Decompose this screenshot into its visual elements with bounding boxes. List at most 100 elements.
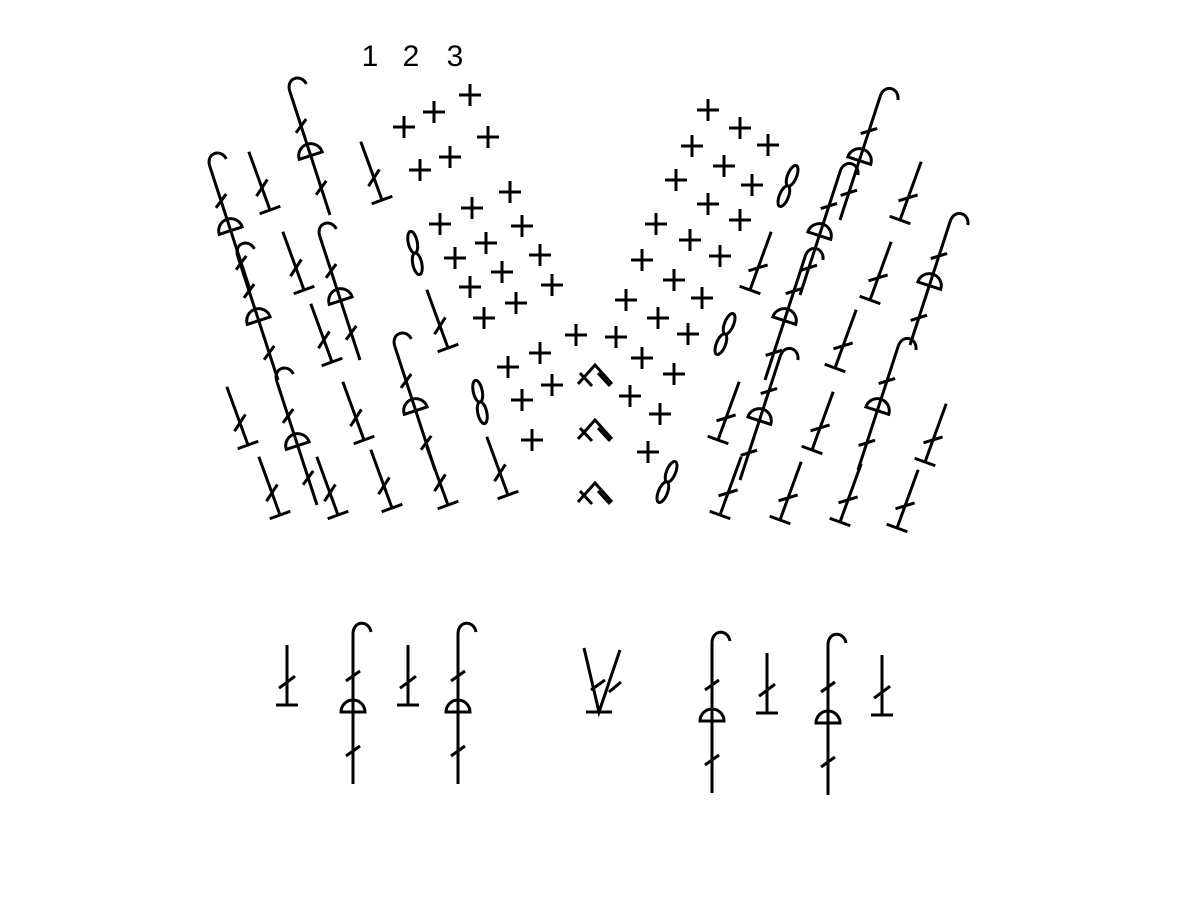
decrease-symbol bbox=[576, 417, 614, 443]
front-post-symbol bbox=[738, 347, 800, 481]
single-crochet-symbol bbox=[605, 326, 627, 348]
single-crochet-symbol bbox=[709, 245, 731, 267]
single-crochet-symbol bbox=[697, 99, 719, 121]
single-crochet-symbol bbox=[511, 215, 533, 237]
single-crochet-symbol bbox=[565, 324, 587, 346]
chain-stitch-symbol bbox=[406, 229, 424, 277]
single-crochet-symbol bbox=[393, 116, 415, 138]
double-crochet-symbol bbox=[276, 645, 298, 707]
single-crochet-symbol bbox=[713, 155, 735, 177]
front-post-symbol bbox=[444, 621, 478, 784]
decrease-symbol bbox=[576, 362, 614, 388]
row-numbers: 1 2 3 bbox=[362, 40, 464, 73]
front-post-symbol bbox=[235, 241, 280, 381]
single-crochet-symbol bbox=[615, 289, 637, 311]
chain-stitch-symbol bbox=[655, 459, 679, 505]
single-crochet-symbol bbox=[444, 247, 466, 269]
front-post-symbol bbox=[207, 151, 252, 291]
decrease-symbol bbox=[576, 480, 614, 506]
single-crochet-symbol bbox=[505, 292, 527, 314]
double-crochet-symbol bbox=[359, 141, 393, 206]
single-crochet-symbol bbox=[697, 193, 719, 215]
front-post-symbol bbox=[698, 630, 732, 793]
double-crochet-symbol bbox=[914, 403, 948, 468]
single-crochet-symbol bbox=[521, 429, 543, 451]
double-crochet-symbol bbox=[859, 241, 893, 306]
single-crochet-symbol bbox=[681, 135, 703, 157]
single-crochet-symbol bbox=[619, 385, 641, 407]
single-crochet-symbol bbox=[631, 249, 653, 271]
single-crochet-symbol bbox=[729, 117, 751, 139]
single-crochet-symbol bbox=[423, 101, 445, 123]
front-post-symbol bbox=[838, 87, 900, 221]
double-crochet-symbol bbox=[309, 303, 343, 368]
front-post-symbol bbox=[798, 162, 860, 296]
single-crochet-symbol bbox=[475, 232, 497, 254]
single-crochet-symbol bbox=[677, 323, 699, 345]
double-crochet-symbol bbox=[709, 456, 743, 521]
single-crochet-symbol bbox=[491, 261, 513, 283]
single-crochet-symbol bbox=[459, 276, 481, 298]
front-post-symbol bbox=[908, 212, 970, 346]
single-crochet-symbol bbox=[649, 403, 671, 425]
double-crochet-symbol bbox=[886, 469, 920, 534]
single-crochet-symbol bbox=[473, 307, 495, 329]
single-crochet-symbol bbox=[541, 374, 563, 396]
double-crochet-symbol bbox=[397, 645, 419, 707]
front-post-symbol bbox=[814, 632, 848, 795]
double-crochet-symbol bbox=[341, 381, 375, 446]
single-crochet-symbol bbox=[631, 347, 653, 369]
double-crochet-symbol bbox=[707, 381, 741, 446]
single-crochet-symbol bbox=[665, 169, 687, 191]
single-crochet-symbol bbox=[529, 342, 551, 364]
single-crochet-symbol bbox=[691, 287, 713, 309]
single-crochet-symbol bbox=[647, 307, 669, 329]
single-crochet-symbol bbox=[409, 159, 431, 181]
row-number-1: 1 bbox=[362, 40, 379, 73]
single-crochet-symbol bbox=[459, 84, 481, 106]
row-number-3: 3 bbox=[447, 40, 464, 73]
single-crochet-symbol bbox=[511, 389, 533, 411]
double-crochet-symbol bbox=[485, 436, 519, 501]
stitch-symbols bbox=[207, 76, 970, 795]
single-crochet-symbol bbox=[645, 213, 667, 235]
single-crochet-symbol bbox=[461, 197, 483, 219]
single-crochet-symbol bbox=[541, 274, 563, 296]
double-crochet-symbol bbox=[369, 449, 403, 514]
front-post-symbol bbox=[856, 337, 918, 471]
double-crochet-symbol bbox=[824, 309, 858, 374]
single-crochet-symbol bbox=[679, 229, 701, 251]
chain-stitch-symbol bbox=[713, 311, 737, 357]
single-crochet-symbol bbox=[529, 244, 551, 266]
single-crochet-symbol bbox=[439, 146, 461, 168]
single-crochet-symbol bbox=[741, 174, 763, 196]
double-crochet-symbol bbox=[315, 456, 349, 521]
double-crochet-symbol bbox=[801, 391, 835, 456]
single-crochet-symbol bbox=[663, 269, 685, 291]
double-crochet-symbol bbox=[769, 461, 803, 526]
chain-stitch-symbol bbox=[471, 378, 489, 426]
single-crochet-symbol bbox=[663, 363, 685, 385]
single-crochet-symbol bbox=[429, 213, 451, 235]
double-crochet-symbol bbox=[247, 151, 281, 216]
double-crochet-symbol bbox=[225, 386, 259, 451]
double-crochet-symbol bbox=[756, 653, 778, 715]
single-crochet-symbol bbox=[757, 134, 779, 156]
single-crochet-symbol bbox=[729, 209, 751, 231]
double-crochet-symbol bbox=[829, 463, 863, 528]
double-crochet-symbol bbox=[425, 446, 459, 511]
front-post-symbol bbox=[287, 76, 332, 216]
double-crochet-symbol bbox=[257, 456, 291, 521]
double-crochet-symbol bbox=[871, 655, 893, 717]
single-crochet-symbol bbox=[497, 356, 519, 378]
double-crochet-symbol bbox=[281, 231, 315, 296]
single-crochet-symbol bbox=[499, 181, 521, 203]
double-crochet-symbol bbox=[889, 161, 923, 226]
double-crochet-symbol bbox=[425, 289, 459, 354]
front-post-symbol bbox=[274, 366, 319, 506]
front-post-symbol bbox=[339, 621, 373, 784]
double-crochet-symbol bbox=[739, 231, 773, 296]
front-post-symbol bbox=[392, 331, 437, 471]
single-crochet-symbol bbox=[637, 441, 659, 463]
